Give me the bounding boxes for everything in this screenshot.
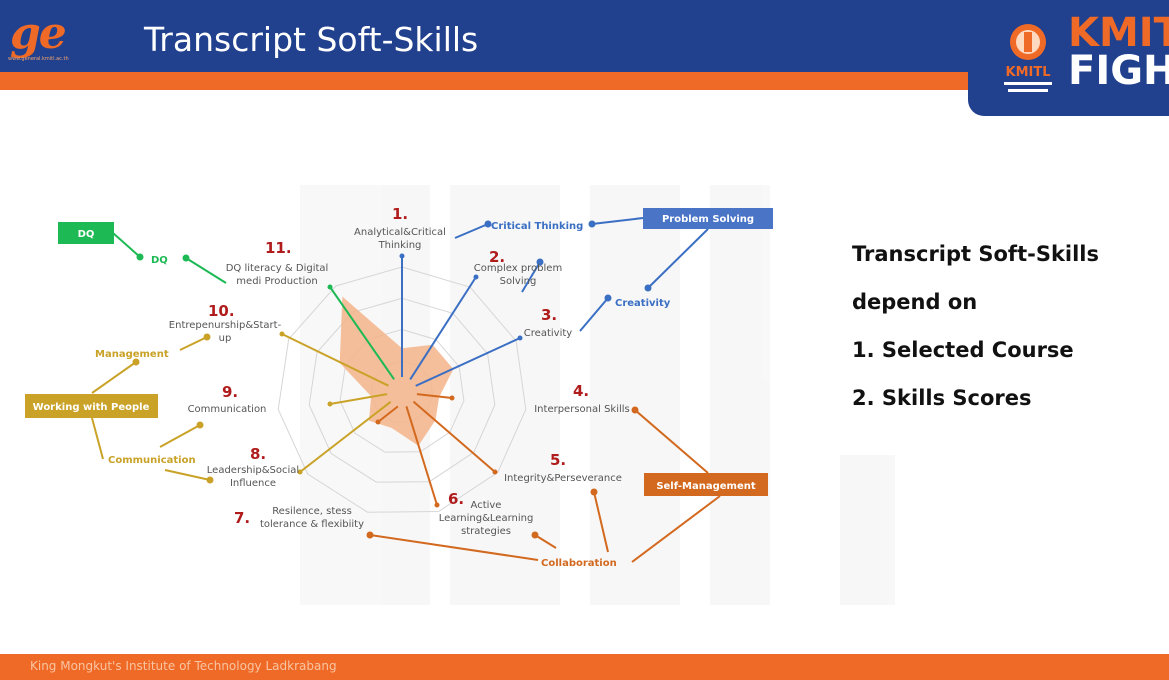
radar-spoke bbox=[329, 286, 395, 380]
self-management-box-label: Self-Management bbox=[656, 481, 756, 492]
category-communication: Communication bbox=[108, 455, 196, 466]
side-description-line2: depend on bbox=[852, 290, 978, 314]
skill-number: 11. bbox=[265, 239, 292, 257]
category-critical-thinking: Critical Thinking bbox=[491, 221, 583, 232]
radar-spoke-dot bbox=[399, 253, 405, 259]
dq-box bbox=[58, 222, 114, 244]
skill-number: 9. bbox=[222, 383, 238, 401]
watermark-background bbox=[300, 185, 895, 605]
radar-spoke-dot bbox=[473, 274, 479, 280]
radar-spoke bbox=[405, 406, 438, 506]
skill-label: Resilence, stess bbox=[272, 506, 352, 517]
working-with-people-box bbox=[25, 394, 158, 418]
skill-label: Creativity bbox=[524, 328, 572, 339]
radar-spoke-dot bbox=[279, 331, 285, 337]
page-title: Transcript Soft-Skills bbox=[144, 20, 479, 59]
working-with-people-box-label: Working with People bbox=[33, 402, 150, 413]
kmitl-fight-logo: KMITL KMITL FIGHT bbox=[968, 0, 1169, 116]
fight-wordmark: KMITL FIGHT bbox=[1068, 10, 1169, 94]
category-dq-small: DQ bbox=[151, 255, 168, 266]
ge-logo-url: www.general.kmitl.ac.th bbox=[8, 56, 69, 62]
skill-label: Learning&Learning bbox=[439, 513, 534, 524]
radar-spoke-dot bbox=[449, 395, 455, 401]
kmitl-emblem-icon: KMITL bbox=[1004, 24, 1052, 92]
radar-spoke-dot bbox=[297, 469, 303, 475]
problem-solving-box-label: Problem Solving bbox=[662, 214, 754, 225]
radar-grid-ring bbox=[277, 266, 527, 513]
radar-spoke bbox=[409, 276, 477, 380]
radar-spoke-dot bbox=[327, 284, 333, 290]
radar-spoke bbox=[299, 401, 392, 473]
ge-logo-text: ge bbox=[10, 8, 67, 59]
skill-label: DQ literacy & Digital bbox=[226, 263, 329, 274]
header-stripe bbox=[0, 72, 1169, 90]
self-management-box bbox=[644, 473, 768, 496]
skill-label: Thinking bbox=[378, 240, 422, 251]
skill-number: 10. bbox=[208, 302, 235, 320]
brown-connectors bbox=[366, 406, 721, 563]
radar-spoke-dot bbox=[517, 335, 523, 341]
side-description: Transcript Soft-Skills depend on 1. Sele… bbox=[852, 230, 1099, 422]
skill-label: up bbox=[219, 333, 232, 344]
radar-spoke bbox=[329, 393, 388, 405]
skill-label: Entrepenurship&Start- bbox=[169, 320, 282, 331]
radar-spoke bbox=[281, 333, 389, 387]
radar-spoke bbox=[415, 337, 521, 387]
skill-number: 8. bbox=[250, 445, 266, 463]
radar-spoke bbox=[412, 400, 496, 473]
radar-spoke-dot bbox=[434, 502, 440, 508]
skill-number: 5. bbox=[550, 451, 566, 469]
category-collaboration: Collaboration bbox=[541, 558, 617, 569]
skill-number: 1. bbox=[392, 205, 408, 223]
skill-number: 7. bbox=[234, 509, 250, 527]
fight-wordmark-line2: FIGHT bbox=[1068, 48, 1169, 94]
skill-label: Communication bbox=[188, 404, 267, 415]
radar-spoke-dot bbox=[327, 401, 333, 407]
radar-grid-ring bbox=[308, 297, 496, 483]
skill-number: 2. bbox=[489, 248, 505, 266]
side-description-line4: 2. Skills Scores bbox=[852, 386, 1032, 410]
kmitl-emblem-text: KMITL bbox=[1006, 65, 1051, 80]
skill-label: Leadership&Social bbox=[207, 465, 299, 476]
skill-label: tolerance & flexibiity bbox=[260, 519, 364, 530]
category-management: Management bbox=[95, 349, 169, 360]
blue-connectors bbox=[454, 217, 709, 332]
skill-number: 3. bbox=[541, 306, 557, 324]
radar-spoke-dot bbox=[492, 469, 498, 475]
skill-label: Complex problem bbox=[474, 263, 562, 274]
skill-label: Analytical&Critical bbox=[354, 227, 446, 238]
skill-label: Interpersonal Skills bbox=[534, 404, 630, 415]
skill-label: Integrity&Perseverance bbox=[504, 473, 622, 484]
green-connectors bbox=[112, 232, 227, 284]
ge-logo[interactable]: ge www.general.kmitl.ac.th bbox=[8, 8, 94, 64]
skill-label: strategies bbox=[461, 526, 511, 537]
side-description-line3: 1. Selected Course bbox=[852, 338, 1074, 362]
skill-number: 4. bbox=[573, 382, 589, 400]
skill-label: Influence bbox=[230, 478, 276, 489]
radar-score-shape bbox=[339, 296, 454, 446]
dq-box-label: DQ bbox=[78, 229, 95, 240]
footer-bar: King Mongkut's Institute of Technology L… bbox=[0, 654, 1169, 680]
skill-label: medi Production bbox=[236, 276, 317, 287]
skill-label: Solving bbox=[500, 276, 537, 287]
problem-solving-box bbox=[643, 208, 773, 229]
skill-number: 6. bbox=[448, 490, 464, 508]
footer-text: King Mongkut's Institute of Technology L… bbox=[30, 659, 337, 673]
radar-spoke bbox=[416, 393, 453, 399]
skill-label: Active bbox=[471, 500, 502, 511]
radar-spokes bbox=[279, 253, 523, 508]
radar-spoke-dot bbox=[375, 419, 381, 425]
category-creativity: Creativity bbox=[615, 298, 671, 309]
side-description-line1: Transcript Soft-Skills bbox=[852, 242, 1100, 266]
gold-connectors bbox=[91, 333, 214, 484]
radar-spoke bbox=[377, 405, 399, 423]
fight-wordmark-line1: KMITL bbox=[1068, 10, 1169, 56]
